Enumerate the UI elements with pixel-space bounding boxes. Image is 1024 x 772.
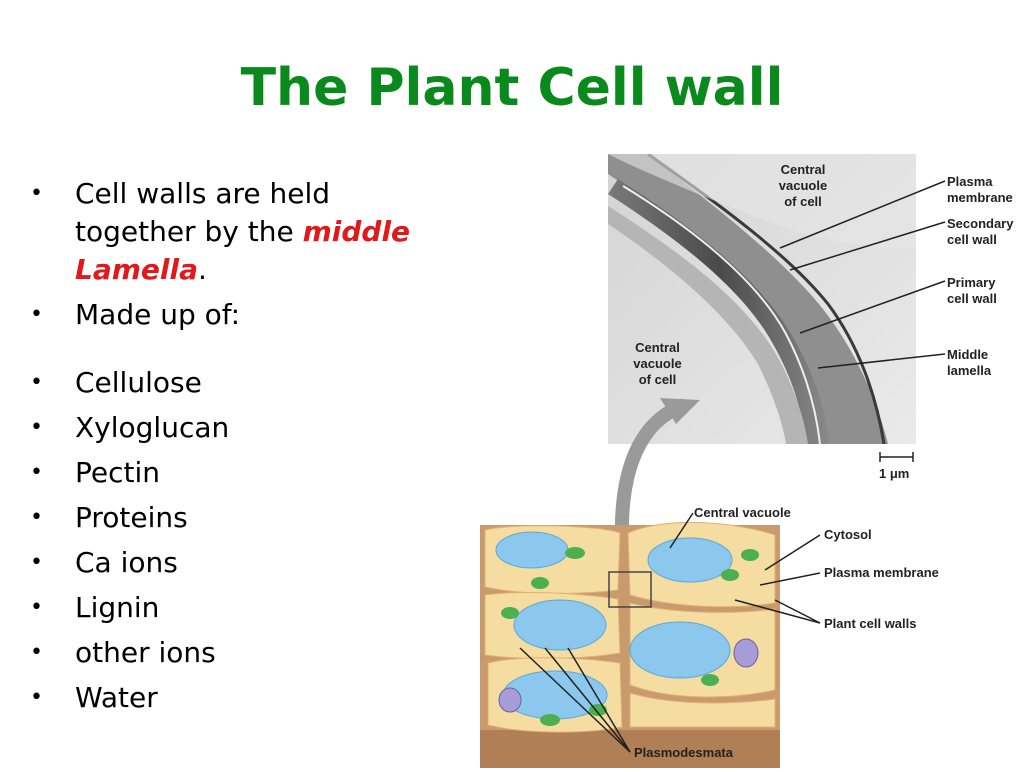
bullet-component: Xyloglucan: [30, 409, 460, 447]
label-middle-lamella: Middle lamella: [947, 347, 992, 378]
micrograph-image: Central vacuole of cell Central vacuole …: [608, 154, 916, 444]
intro-line-1: Cell walls are held: [75, 177, 331, 210]
bullet-intro: Cell walls are held together by the midd…: [30, 175, 460, 289]
cell-diagram: [480, 495, 780, 768]
bullet-component: Water: [30, 679, 460, 717]
label-central-vacuole: Central vacuole: [694, 505, 791, 520]
bullet-component: other ions: [30, 634, 460, 672]
bullet-component: Lignin: [30, 589, 460, 627]
slide-title: The Plant Cell wall: [240, 58, 784, 118]
emphasis-middle: middle: [302, 215, 411, 248]
label-plant-cell-walls: Plant cell walls: [824, 616, 917, 631]
label-central-vacuole-top: Central vacuole of cell: [778, 162, 828, 209]
bullet-component: Proteins: [30, 499, 460, 537]
label-plasmodesmata: Plasmodesmata: [634, 745, 733, 760]
micrograph-svg: [608, 154, 916, 444]
emphasis-lamella: Lamella: [75, 253, 198, 286]
label-secondary-cell-wall: Secondary cell wall: [947, 216, 1014, 247]
label-primary-cell-wall: Primary cell wall: [947, 275, 997, 306]
label-cytosol: Cytosol: [824, 527, 872, 542]
label-central-vacuole-bottom: Central vacuole of cell: [633, 340, 682, 387]
scale-label: 1 μm: [879, 466, 910, 481]
label-diagram-plasma-membrane: Plasma membrane: [824, 565, 939, 580]
bullet-component: Pectin: [30, 454, 460, 492]
cell-diagram-svg: [480, 522, 780, 768]
bullet-list: Cell walls are held together by the midd…: [30, 175, 460, 724]
bullet-component: Ca ions: [30, 544, 460, 582]
bullet-component: Cellulose: [30, 364, 460, 402]
intro-line-2: together by the: [75, 215, 303, 248]
intro-period: .: [198, 253, 207, 286]
label-plasma-membrane: Plasma membrane: [947, 174, 1013, 205]
bullet-made-up: Made up of:: [30, 296, 460, 334]
